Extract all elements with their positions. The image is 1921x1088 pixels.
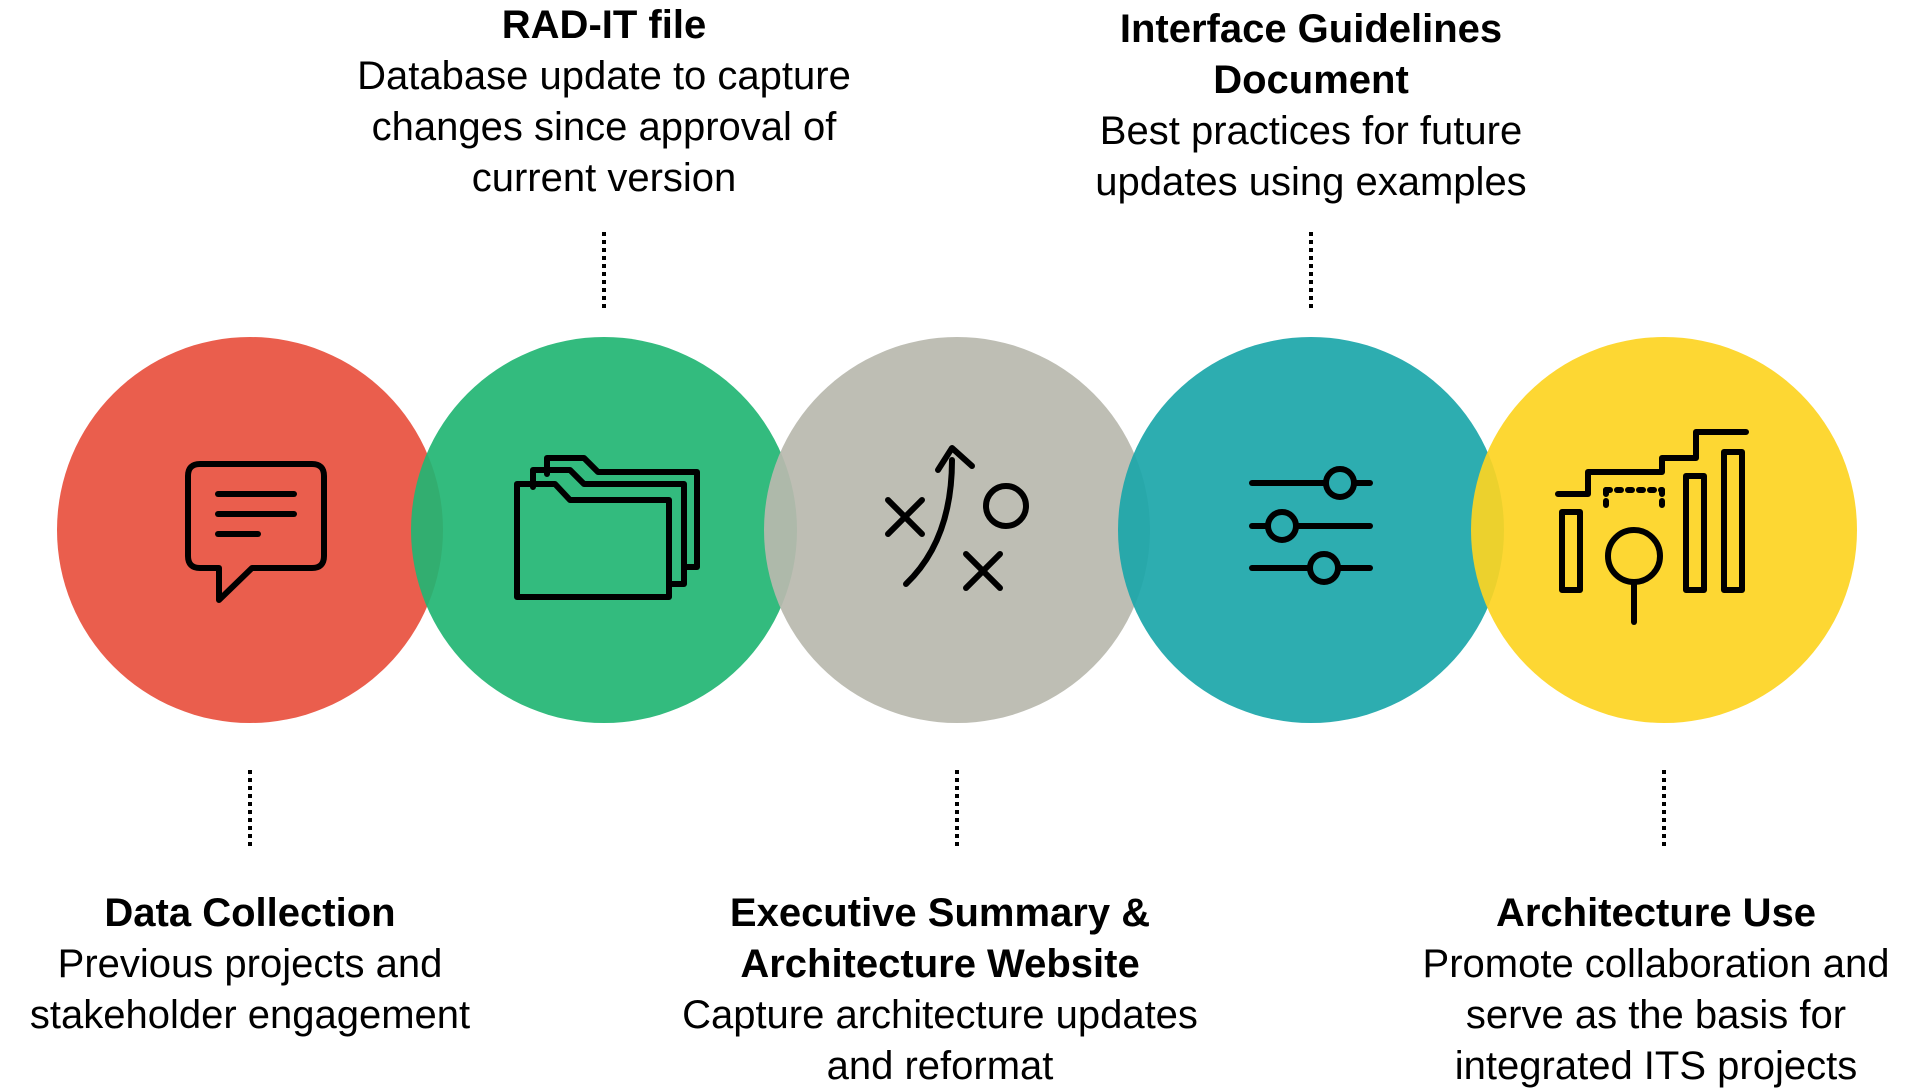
circle-rad-it-file: [411, 337, 797, 723]
caption-rad-it-file: RAD-IT file Database update to capture c…: [304, 0, 904, 204]
folders-icon: [514, 455, 700, 600]
title-interface-guidelines: Interface Guidelines Document: [1119, 7, 1503, 102]
caption-data-collection: Data Collection Previous projects and st…: [0, 888, 500, 1041]
title-rad-it-file: RAD-IT file: [501, 3, 707, 47]
circle-interface-guidelines: [1118, 337, 1504, 723]
desc-rad-it-file: Database update to capture changes since…: [357, 54, 851, 200]
sliders-icon: [1249, 466, 1373, 585]
circle-executive-summary: [764, 337, 1150, 723]
strategy-play-icon: [885, 445, 1029, 591]
circle-architecture-use: [1471, 337, 1857, 723]
desc-executive-summary: Capture architecture updates and reforma…: [682, 993, 1198, 1088]
desc-data-collection: Previous projects and stakeholder engage…: [29, 942, 471, 1037]
title-architecture-use: Architecture Use: [1495, 891, 1817, 935]
caption-executive-summary: Executive Summary & Architecture Website…: [640, 888, 1240, 1088]
chat-bubble-icon: [185, 461, 327, 603]
title-data-collection: Data Collection: [104, 891, 396, 935]
caption-interface-guidelines: Interface Guidelines Document Best pract…: [1011, 4, 1611, 208]
desc-architecture-use: Promote collaboration and serve as the b…: [1422, 942, 1890, 1088]
bar-chart-magnifier-icon: [1555, 429, 1749, 625]
circle-data-collection: [57, 337, 443, 723]
title-executive-summary: Executive Summary & Architecture Website: [729, 891, 1151, 986]
caption-architecture-use: Architecture Use Promote collaboration a…: [1391, 888, 1921, 1088]
desc-interface-guidelines: Best practices for future updates using …: [1095, 109, 1527, 204]
